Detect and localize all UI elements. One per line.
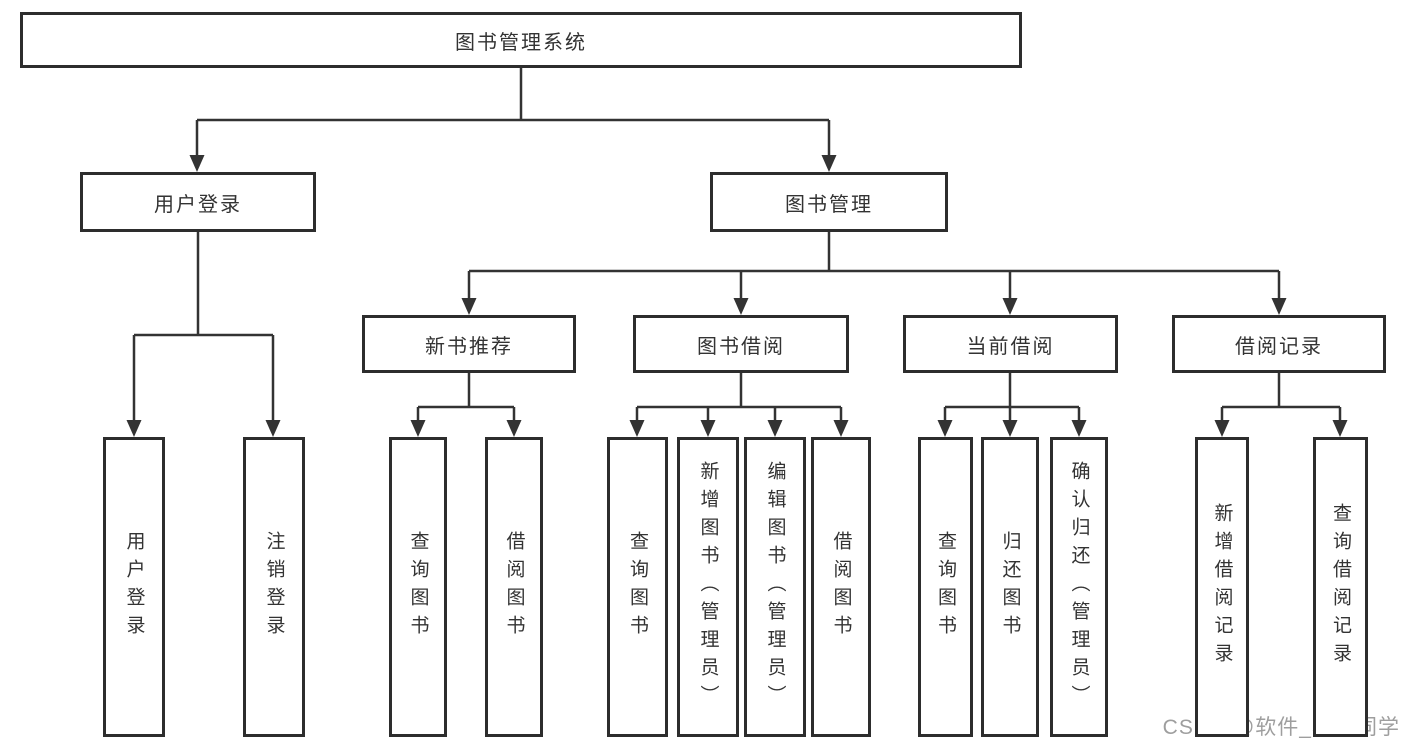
node-label: 新书推荐 xyxy=(425,335,513,358)
connector-newbook-to-leaves xyxy=(416,372,516,422)
arrow-down-icon xyxy=(410,420,426,437)
node-label: 图书借阅 xyxy=(697,335,785,358)
node-label: 用户登录 xyxy=(154,193,242,216)
connector-currentborrow-to-leaves xyxy=(943,372,1081,422)
node-label: 当前借阅 xyxy=(966,335,1055,358)
leaf-borrow-books: 借阅图书 xyxy=(485,437,543,737)
connector-bookmgmt-to-level3 xyxy=(467,231,1281,300)
arrow-down-icon xyxy=(126,420,142,437)
arrow-down-icon xyxy=(833,420,849,437)
arrow-down-icon xyxy=(767,420,783,437)
leaf-borrow-books: 借阅图书 xyxy=(811,437,871,737)
arrow-down-icon xyxy=(1002,298,1018,315)
node-label: 查询图书 xyxy=(627,531,648,643)
leaf-query-borrow-record: 查询借阅记录 xyxy=(1313,437,1368,737)
leaf-query-books: 查询图书 xyxy=(607,437,668,737)
arrow-down-icon xyxy=(1071,420,1087,437)
leaf-query-books: 查询图书 xyxy=(389,437,447,737)
node-label: 查询借阅记录 xyxy=(1330,503,1351,671)
leaf-add-books-admin: 新增图书（管理员） xyxy=(677,437,739,737)
arrow-down-icon xyxy=(937,420,953,437)
node-new-book-recommend: 新书推荐 xyxy=(362,315,576,373)
node-label: 归还图书 xyxy=(999,531,1021,643)
node-book-management: 图书管理 xyxy=(710,172,948,232)
arrow-down-icon xyxy=(265,420,281,437)
leaf-return-books: 归还图书 xyxy=(981,437,1039,737)
arrow-down-icon xyxy=(1271,298,1287,315)
node-label: 查询图书 xyxy=(407,531,429,643)
node-label: 借阅图书 xyxy=(830,531,852,643)
node-label: 图书管理系统 xyxy=(455,31,587,54)
node-label: 图书管理 xyxy=(785,193,873,216)
arrow-down-icon xyxy=(1332,420,1348,437)
node-label: 新增借阅记录 xyxy=(1211,503,1233,671)
connector-userlogin-to-leaves xyxy=(132,231,275,422)
arrow-down-icon xyxy=(1002,420,1018,437)
node-system-root: 图书管理系统 xyxy=(20,12,1022,68)
leaf-confirm-return-admin: 确认归还（管理员） xyxy=(1050,437,1108,737)
node-current-borrow: 当前借阅 xyxy=(903,315,1118,373)
arrow-down-icon xyxy=(461,298,477,315)
leaf-query-books: 查询图书 xyxy=(918,437,973,737)
arrow-down-icon xyxy=(1214,420,1230,437)
leaf-user-login: 用户登录 xyxy=(103,437,165,737)
node-label: 新增图书（管理员） xyxy=(697,461,719,713)
node-label: 借阅记录 xyxy=(1235,335,1323,358)
node-label: 注销登录 xyxy=(263,531,285,643)
node-label: 编辑图书（管理员） xyxy=(764,461,786,713)
arrow-down-icon xyxy=(506,420,522,437)
arrow-down-icon xyxy=(733,298,749,315)
connector-root-to-level2 xyxy=(195,67,831,156)
node-label: 查询图书 xyxy=(935,531,956,643)
arrow-down-icon xyxy=(700,420,716,437)
node-label: 借阅图书 xyxy=(503,531,525,643)
node-label: 用户登录 xyxy=(123,531,145,643)
node-user-login: 用户登录 xyxy=(80,172,316,232)
leaf-add-borrow-record: 新增借阅记录 xyxy=(1195,437,1249,737)
leaf-edit-books-admin: 编辑图书（管理员） xyxy=(744,437,806,737)
arrow-down-icon xyxy=(821,155,837,172)
arrow-down-icon xyxy=(189,155,205,172)
connector-record-to-leaves xyxy=(1220,372,1342,422)
arrow-down-icon xyxy=(629,420,645,437)
node-book-borrow: 图书借阅 xyxy=(633,315,849,373)
leaf-logout: 注销登录 xyxy=(243,437,305,737)
node-label: 确认归还（管理员） xyxy=(1068,461,1090,713)
connector-bookborrow-to-leaves xyxy=(635,372,843,422)
node-borrow-record: 借阅记录 xyxy=(1172,315,1386,373)
arrowheads xyxy=(126,155,1348,437)
